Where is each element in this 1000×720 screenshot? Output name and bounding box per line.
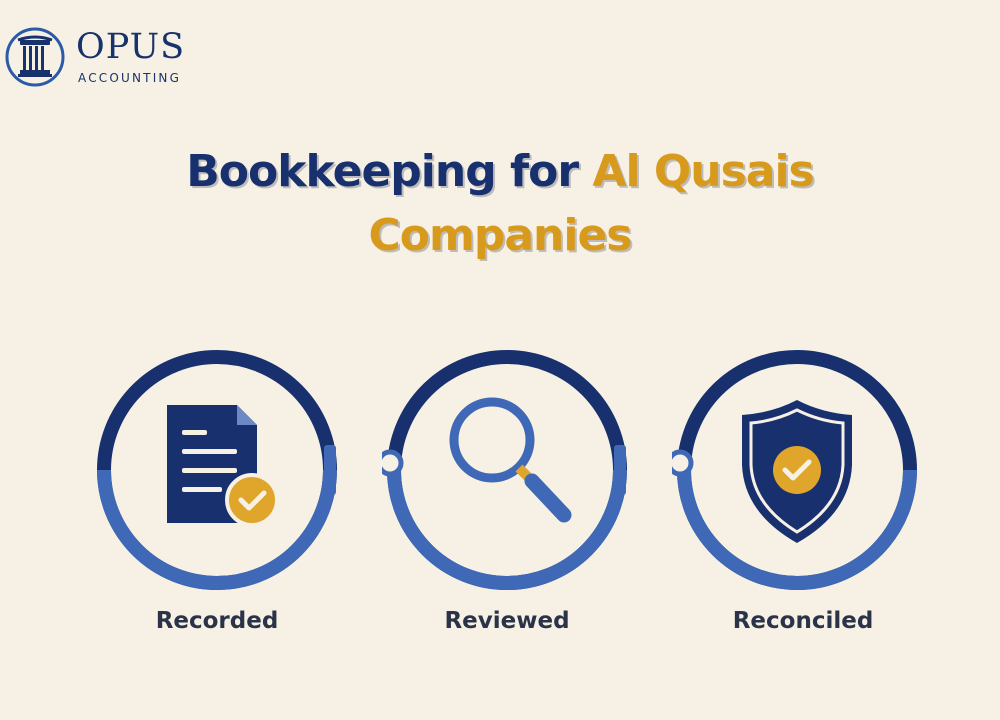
brand-name: OPUS (76, 27, 186, 67)
step-label-reconciled: Reconciled (732, 608, 874, 634)
brand-logo: OPUS ACCOUNTING (4, 22, 204, 90)
shield-check-icon (742, 400, 852, 543)
title-part-3: Companies (368, 210, 633, 261)
step-label-recorded: Recorded (155, 608, 279, 634)
document-check-icon (167, 405, 279, 527)
step-label-reviewed: Reviewed (444, 608, 570, 634)
step-reviewed-ring (382, 345, 632, 595)
step-reconciled-ring (672, 345, 922, 595)
title-part-1: Bookkeeping for (186, 146, 593, 197)
brand-tagline: ACCOUNTING (78, 71, 182, 85)
pillar-icon (5, 27, 65, 87)
step-recorded-ring (92, 345, 342, 595)
page-title: Bookkeeping for Al Qusais Companies (0, 140, 1000, 268)
magnifier-icon (449, 397, 572, 523)
title-part-2: Al Qusais (592, 146, 814, 197)
